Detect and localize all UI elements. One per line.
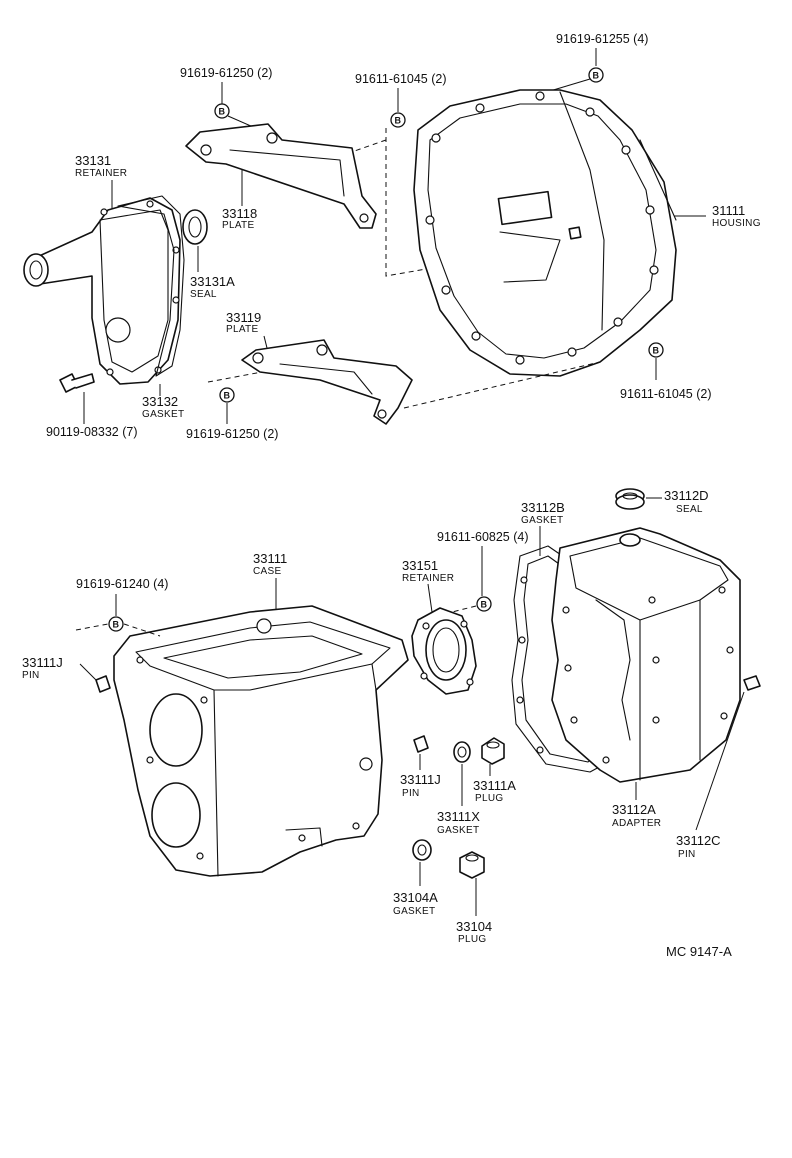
part-number-33111x: 33111X xyxy=(437,809,480,824)
part-name-pin: PIN xyxy=(402,788,420,799)
part-number-33132: 33132 xyxy=(142,394,178,409)
part-number-33119: 33119 xyxy=(226,310,261,325)
seal-33131a: 33131A SEAL xyxy=(182,209,235,300)
diagram-code: MC 9147-A xyxy=(666,944,732,959)
pin-33111j-mid: 33111J PIN xyxy=(400,735,441,799)
part-number-33104: 33104 xyxy=(456,919,492,934)
part-name-seal: SEAL xyxy=(676,504,703,515)
part-name-retainer: RETAINER xyxy=(75,168,127,179)
callout-91611-61045-bottom: B 91611-61045 (2) xyxy=(403,342,712,409)
part-number-33112a: 33112A xyxy=(612,802,656,817)
part-name-plate: PLATE xyxy=(222,220,254,231)
bolt-marker-icon xyxy=(108,616,124,632)
pin-33112c: 33112C PIN xyxy=(676,675,761,860)
part-name-adapter: ADAPTER xyxy=(612,818,661,829)
callout-91619-61250-top: 91619-61250 (2) B xyxy=(180,66,272,131)
bolt-marker-icon xyxy=(648,342,664,358)
bolt-marker-letter: B xyxy=(219,107,226,117)
case-33111: 33111 CASE xyxy=(113,551,409,877)
gasket-33104a: 33104A GASKET xyxy=(393,839,438,917)
part-number-31111: 31111 xyxy=(712,203,745,218)
part-name-plug: PLUG xyxy=(475,793,503,804)
part-number-33104a: 33104A xyxy=(393,890,438,905)
bolt-90119-08332: 90119-08332 (7) xyxy=(46,373,138,439)
part-number-33151: 33151 xyxy=(402,558,438,573)
part-number-33112b: 33112B xyxy=(521,500,565,515)
part-name-retainer: RETAINER xyxy=(402,573,454,584)
part-number-33111j-left: 33111J xyxy=(22,655,63,670)
retainer-33131: 33131 RETAINER xyxy=(23,153,181,385)
part-name-seal: SEAL xyxy=(190,289,217,300)
bolt-marker-letter: B xyxy=(224,391,231,401)
retainer-33151: 33151 RETAINER xyxy=(402,558,477,695)
part-name-plate: PLATE xyxy=(226,324,258,335)
seal-33112d: 33112D SEAL xyxy=(615,488,709,515)
part-name-case: CASE xyxy=(253,566,281,577)
part-number-33111j-mid: 33111J xyxy=(400,772,441,787)
callout-91611-61045-top: 91611-61045 (2) B xyxy=(299,72,447,277)
part-number-91611-61045-bottom: 91611-61045 (2) xyxy=(620,387,712,401)
part-name-gasket: GASKET xyxy=(437,825,479,836)
housing-31111: 31111 HOUSING xyxy=(413,89,761,377)
part-number-33131a: 33131A xyxy=(190,274,235,289)
plug-33111a: 33111A PLUG xyxy=(473,737,516,804)
bolt-marker-letter: B xyxy=(113,620,120,630)
plug-33104: 33104 PLUG xyxy=(456,851,492,945)
bolt-marker-letter: B xyxy=(481,600,488,610)
gasket-33132: 33132 GASKET xyxy=(117,195,185,420)
part-number-91619-61240: 91619-61240 (4) xyxy=(76,577,168,591)
bolt-marker-icon xyxy=(219,387,235,403)
bolt-marker-letter: B xyxy=(395,116,402,126)
part-number-91611-60825: 91611-60825 (4) xyxy=(437,530,529,544)
plate-33119: 33119 PLATE xyxy=(226,310,413,425)
plate-33118: 33118 PLATE xyxy=(185,123,377,231)
pin-33111j-left: 33111J PIN xyxy=(22,655,111,693)
callout-91619-61250-bottom: B 91619-61250 (2) xyxy=(186,371,278,441)
part-number-33131: 33131 xyxy=(75,153,111,168)
part-number-91619-61250-bottom: 91619-61250 (2) xyxy=(186,427,278,441)
part-number-33111a: 33111A xyxy=(473,778,516,793)
bolt-marker-letter: B xyxy=(653,346,660,356)
part-number-33111-case: 33111 xyxy=(253,551,287,566)
part-name-housing: HOUSING xyxy=(712,218,761,229)
part-name-gasket: GASKET xyxy=(142,409,184,420)
gasket-33111x: 33111X GASKET xyxy=(437,741,480,836)
bolt-marker-icon xyxy=(390,112,406,128)
part-number-33112d: 33112D xyxy=(664,488,709,503)
callout-91611-60825: 91611-60825 (4) B xyxy=(437,530,529,615)
part-name-plug: PLUG xyxy=(458,934,486,945)
part-number-90119-08332: 90119-08332 (7) xyxy=(46,425,138,439)
adapter-33112a: 33112A ADAPTER xyxy=(551,527,741,829)
bolt-marker-icon xyxy=(214,103,230,119)
part-name-gasket: GASKET xyxy=(393,906,435,917)
bolt-marker-letter: B xyxy=(593,71,600,81)
part-number-91619-61250-top: 91619-61250 (2) xyxy=(180,66,272,80)
part-name-pin: PIN xyxy=(678,849,696,860)
part-number-91611-61045-top: 91611-61045 (2) xyxy=(355,72,447,86)
part-number-33112c: 33112C xyxy=(676,833,721,848)
bolt-marker-icon xyxy=(476,596,492,612)
part-number-33118: 33118 xyxy=(222,206,257,221)
callout-91619-61240: 91619-61240 (4) B xyxy=(75,577,168,637)
bolt-marker-icon xyxy=(588,67,604,83)
part-name-gasket: GASKET xyxy=(521,515,563,526)
callout-91619-61255: 91619-61255 (4) B xyxy=(539,32,648,95)
part-name-pin: PIN xyxy=(22,670,40,681)
part-number-91619-61255: 91619-61255 (4) xyxy=(556,32,648,46)
